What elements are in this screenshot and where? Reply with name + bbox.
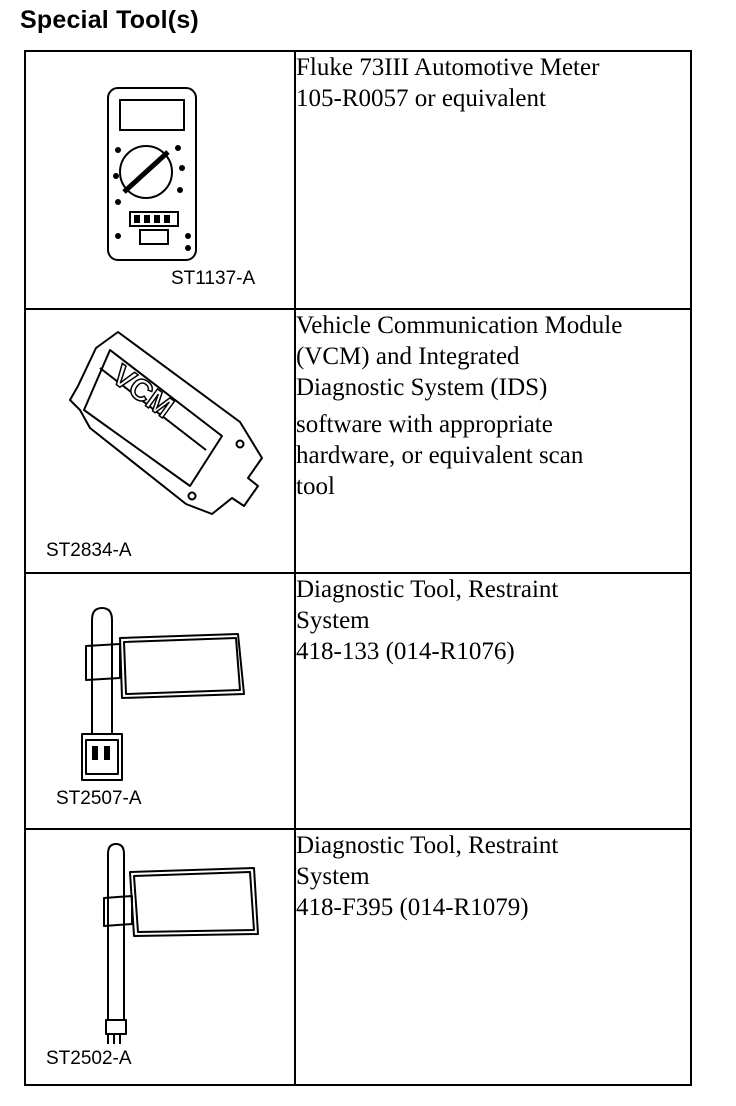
description-line: 105-R0057 or equivalent <box>296 85 546 112</box>
tool-code: ST2834-A <box>46 540 132 561</box>
vcm-module-icon: VCM <box>69 331 263 515</box>
tool-description-cell: Diagnostic Tool, Restraint System 418-13… <box>294 572 692 830</box>
table-row: ST2502-A Diagnostic Tool, Restraint Syst… <box>24 828 692 1086</box>
description-line: 418-F395 (014-R1079) <box>296 894 529 921</box>
tool-description: Diagnostic Tool, Restraint System 418-F3… <box>296 830 690 923</box>
restraint-diagnostic-tool-icon <box>81 607 245 781</box>
tool-code: ST2502-A <box>46 1048 132 1069</box>
tool-image-cell: ST1137-A <box>24 50 296 310</box>
description-line: tool <box>296 473 335 500</box>
restraint-diagnostic-tool-icon <box>103 843 259 1044</box>
tool-image-cell: ST2507-A <box>24 572 296 830</box>
description-line: Diagnostic Tool, Restraint <box>296 576 559 603</box>
tool-code: ST1137-A <box>171 268 256 289</box>
description-line: Vehicle Communication Module <box>296 312 623 339</box>
description-line: hardware, or equivalent scan <box>296 442 584 469</box>
description-line: 418-133 (014-R1076) <box>296 638 515 665</box>
table-row: VCM ST2834-A Vehicle Communication Modul… <box>24 308 692 574</box>
table-row: ST1137-A Fluke 73III Automotive Meter 10… <box>24 50 692 310</box>
description-line: Diagnostic System (IDS) <box>296 374 548 401</box>
description-line: software with appropriate <box>296 411 553 438</box>
tool-description: Diagnostic Tool, Restraint System 418-13… <box>296 574 690 667</box>
tool-description-cell: Vehicle Communication Module (VCM) and I… <box>294 308 692 574</box>
tool-image-cell: ST2502-A <box>24 828 296 1086</box>
special-tools-table: ST1137-A Fluke 73III Automotive Meter 10… <box>24 50 692 1086</box>
table-row: ST2507-A Diagnostic Tool, Restraint Syst… <box>24 572 692 830</box>
tool-description-cell: Fluke 73III Automotive Meter 105-R0057 o… <box>294 50 692 310</box>
page-title: Special Tool(s) <box>20 6 199 34</box>
description-line: Diagnostic Tool, Restraint <box>296 832 559 859</box>
tool-image-cell: VCM ST2834-A <box>24 308 296 574</box>
description-line: System <box>296 863 370 890</box>
multimeter-icon <box>107 87 197 261</box>
description-line: (VCM) and Integrated <box>296 343 520 370</box>
tool-description: Vehicle Communication Module (VCM) and I… <box>296 310 690 502</box>
tool-description-cell: Diagnostic Tool, Restraint System 418-F3… <box>294 828 692 1086</box>
description-line: System <box>296 607 370 634</box>
description-line: Fluke 73III Automotive Meter <box>296 54 600 81</box>
tool-description: Fluke 73III Automotive Meter 105-R0057 o… <box>296 52 690 114</box>
tool-code: ST2507-A <box>56 788 142 809</box>
